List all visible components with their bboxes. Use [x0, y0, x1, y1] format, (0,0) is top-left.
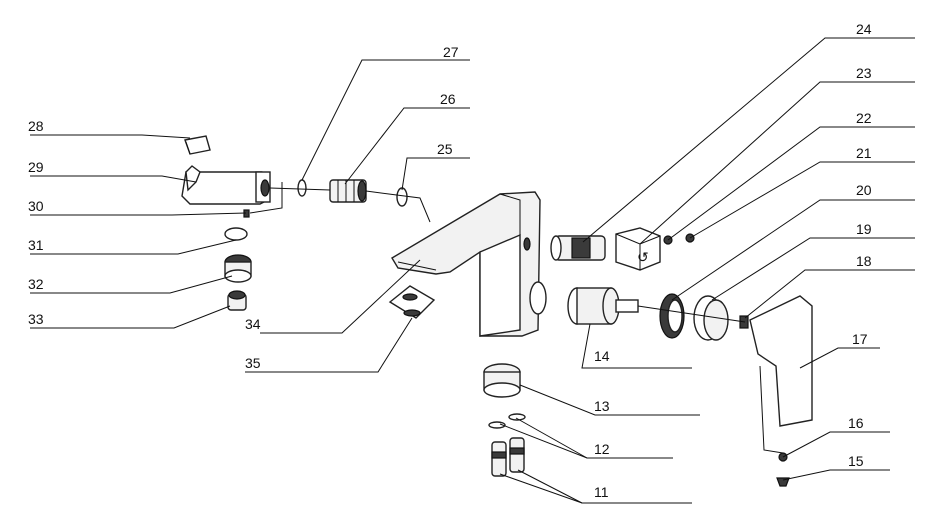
callout-35: 35: [245, 355, 261, 371]
part-29-diverter: [181, 165, 271, 205]
assembly-axis-lines: [269, 187, 784, 454]
callout-16: 16: [848, 415, 864, 431]
part-27-washer: [297, 179, 307, 197]
callout-29: 29: [28, 159, 44, 175]
part-24-valve: [550, 235, 606, 261]
leader-lines: [30, 37, 915, 504]
callout-21: 21: [856, 145, 872, 161]
part-20-ring: [659, 293, 685, 339]
faucet-body: [391, 191, 547, 337]
part-26-cartridge: [329, 179, 367, 203]
part-33-aerator: [227, 290, 247, 311]
callout-18: 18: [856, 253, 872, 269]
part-25-oring: [396, 187, 408, 207]
part-14-cartridge: [567, 287, 639, 325]
callout-labels: 11 12 13 14 15 16 17 18 19 20 21 22 23 2…: [28, 21, 872, 500]
part-12-washers: [488, 413, 526, 429]
callout-24: 24: [856, 21, 872, 37]
part-17-lever: [749, 295, 813, 427]
callout-11: 11: [594, 484, 609, 500]
part-31-oring: [224, 227, 248, 241]
callout-12: 12: [594, 441, 610, 457]
part-23-cube: ↺: [615, 227, 661, 271]
callout-13: 13: [594, 398, 610, 414]
callout-27: 27: [443, 44, 459, 60]
part-28-cap: [184, 135, 211, 155]
part-32-nut: [224, 254, 252, 283]
callout-25: 25: [437, 141, 453, 157]
callout-30: 30: [28, 198, 44, 214]
part-11-pins: [491, 437, 525, 477]
part-19-sleeve: [693, 295, 729, 341]
callout-31: 31: [28, 237, 44, 253]
callout-14: 14: [594, 348, 610, 364]
part-35-gaskets: [388, 285, 436, 319]
callout-22: 22: [856, 110, 872, 126]
part-15-screw: [776, 477, 790, 487]
callout-32: 32: [28, 276, 44, 292]
callout-33: 33: [28, 311, 44, 327]
callout-20: 20: [856, 182, 872, 198]
callout-19: 19: [856, 221, 872, 237]
callout-26: 26: [440, 91, 456, 107]
callout-34: 34: [245, 316, 261, 332]
svg-text:↺: ↺: [637, 249, 649, 265]
callout-15: 15: [848, 453, 864, 469]
callout-23: 23: [856, 65, 872, 81]
callout-17: 17: [852, 331, 868, 347]
part-13-cylinder: [483, 363, 521, 398]
callout-28: 28: [28, 118, 44, 134]
